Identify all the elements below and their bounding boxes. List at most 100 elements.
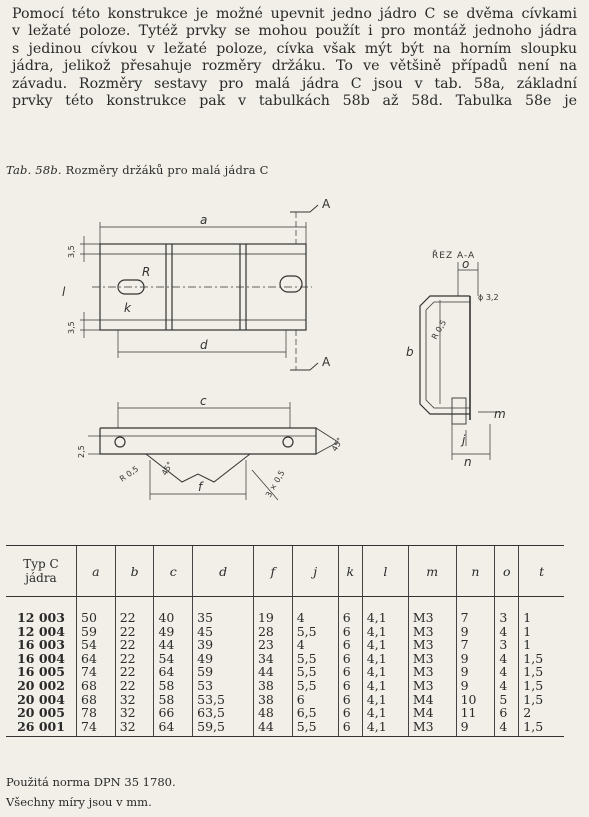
dim-f: f — [198, 480, 204, 494]
table-cell: 20 002 — [17, 677, 65, 693]
table-cell: 54 — [153, 652, 193, 666]
table-cell: 6 — [337, 679, 363, 693]
table-cell: 6 — [337, 719, 363, 738]
footnote-standard: Použitá norma DPN 35 1780. — [6, 775, 176, 789]
table-cell: 64 — [76, 652, 116, 666]
table-cell: 39 — [192, 638, 254, 652]
table-cell: 16 005 — [17, 664, 65, 680]
table-cell: M3 — [407, 679, 457, 693]
table-cell: 59,5 — [192, 719, 254, 738]
header-f: f — [252, 545, 293, 597]
table-cell: 38 — [252, 679, 293, 693]
table-cell: 23 — [252, 638, 293, 652]
table-cell: 4 — [494, 652, 519, 666]
table-cell: 32 — [114, 692, 154, 707]
paragraph-line: jádra, jelikož přesahuje rozměry držáku.… — [12, 58, 577, 75]
table-cell: 68 — [76, 692, 116, 707]
table-cell: 59 — [192, 665, 254, 679]
table-cell: 9 — [455, 719, 495, 738]
header-j: j — [291, 545, 339, 597]
table-cell: 6 — [291, 692, 339, 707]
table-cell: 58 — [153, 692, 193, 707]
table-cell: 22 — [114, 611, 154, 625]
table-cell: 44 — [153, 638, 193, 652]
table-cell: 74 — [76, 665, 116, 679]
table-cell: 4,1 — [361, 611, 409, 625]
table-cell: M3 — [407, 719, 457, 738]
table-cell: 54 — [76, 638, 116, 652]
section-title: ŘEZ A-A — [432, 250, 475, 261]
header-b: b — [114, 545, 154, 597]
table-cell: 64 — [153, 665, 193, 679]
paragraph-line: závadu. Rozměry sestavy pro malá jádra C… — [12, 75, 577, 92]
table-cell: M3 — [407, 665, 457, 679]
table-cell: 1,5 — [518, 679, 564, 693]
table-cell: 78 — [76, 706, 116, 720]
paragraph-line: s jedinou cívkou v ležaté poloze, cívka … — [12, 40, 577, 57]
table-cell: 1 — [518, 638, 564, 652]
table-cell: 20 004 — [17, 691, 65, 707]
table-cell: M4 — [407, 706, 457, 720]
table-cell: 7 — [455, 638, 495, 652]
table-cell: 4,1 — [361, 638, 409, 652]
dim-3-5-top: 3,5 — [67, 245, 76, 258]
table-cell: 4 — [494, 624, 519, 639]
table-cell: 4 — [291, 638, 339, 652]
table-cell: 1,5 — [518, 665, 564, 679]
table-cell: 66 — [153, 706, 193, 720]
table-cell: 4,1 — [361, 692, 409, 707]
table-cell: M3 — [407, 638, 457, 652]
section-profile — [419, 295, 470, 415]
table-cell: 22 — [114, 624, 154, 639]
footnote-units: Všechny míry jsou v mm. — [6, 795, 152, 809]
dim-d: d — [200, 338, 208, 352]
radius-section: R 0,5 — [430, 318, 448, 341]
table-cell: 32 — [114, 719, 154, 738]
header-c: c — [153, 545, 193, 597]
table-cell: 6 — [337, 665, 363, 679]
table-cell: 16 004 — [17, 650, 65, 666]
table-cell: 4,1 — [361, 665, 409, 679]
dim-2-5: 2,5 — [77, 445, 86, 458]
table-cell: 10 — [455, 692, 495, 707]
paragraph-line: prvky této konstrukce pak v tabulkách 58… — [12, 93, 577, 110]
dim-o: o — [462, 257, 469, 271]
dim-b: b — [406, 345, 414, 359]
table-cell: 19 — [252, 611, 293, 625]
table-cell: 5,5 — [291, 679, 339, 693]
table-cell: 22 — [114, 679, 154, 693]
section-mark-top: A — [322, 197, 331, 211]
table-cell: 26 001 — [6, 719, 77, 738]
table-cell: 5 — [494, 692, 519, 707]
table-cell: 3 — [494, 611, 519, 625]
table-cell: M3 — [407, 652, 457, 666]
table-cell: 12 004 — [17, 623, 65, 639]
header-t: t — [518, 545, 564, 597]
table-cell: 6 — [337, 611, 363, 625]
header-l: l — [361, 545, 409, 597]
table-cell: 6 — [337, 652, 363, 666]
paragraph-line: Pomocí této konstrukce je možné upevnit … — [12, 6, 577, 22]
table-cell: 49 — [153, 624, 193, 639]
table-cell: 6 — [337, 692, 363, 707]
table-cell: 4 — [494, 679, 519, 693]
dim-k: k — [124, 301, 132, 315]
dim-n: n — [464, 455, 472, 469]
table-cell: 5,5 — [291, 652, 339, 666]
header-d: d — [192, 545, 254, 597]
table-cell: 64 — [153, 719, 193, 738]
table-cell: 22 — [114, 665, 154, 679]
table-cell: 20 005 — [17, 705, 65, 721]
table-cell: 53 — [192, 679, 254, 693]
header-n: n — [455, 545, 495, 597]
table-cell: 9 — [455, 665, 495, 679]
